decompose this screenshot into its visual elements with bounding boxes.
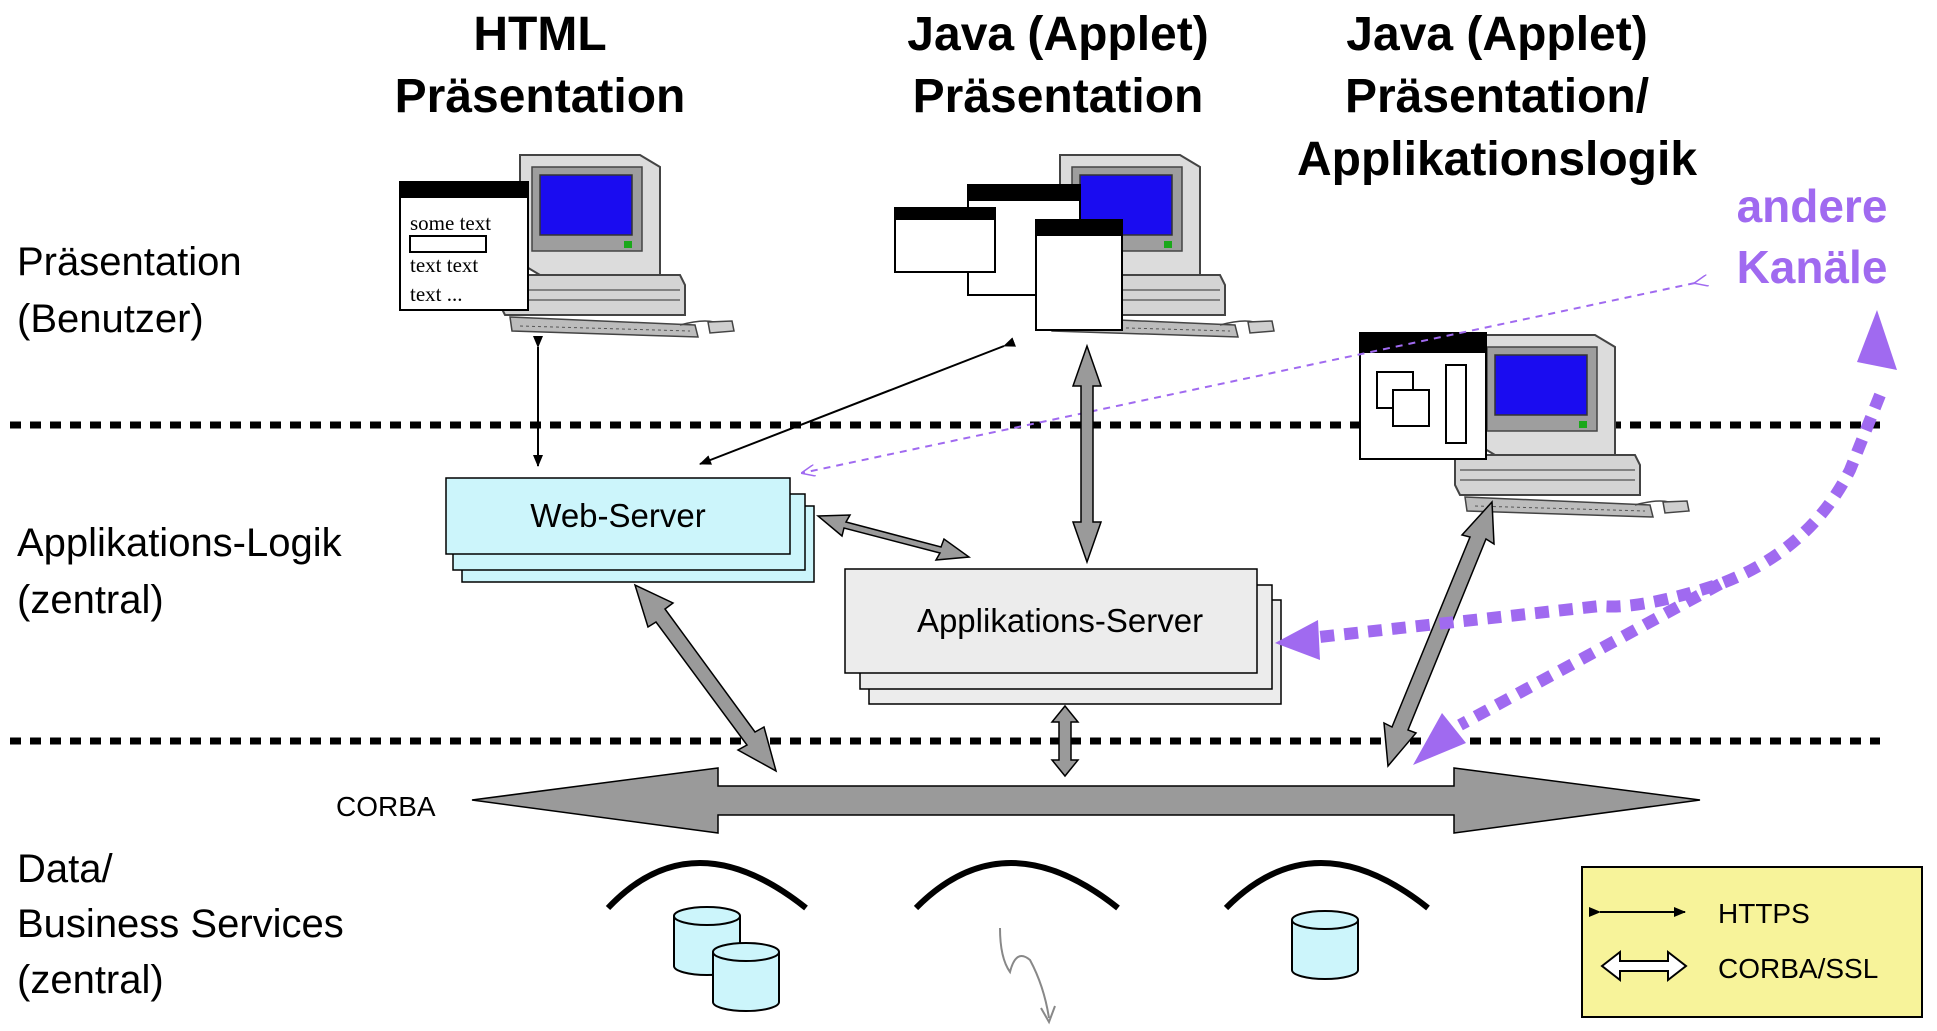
application-server: Applikations-Server bbox=[844, 568, 1282, 705]
legend-corba-ssl-symbol bbox=[1600, 949, 1688, 983]
layer-label-line: Data/ bbox=[17, 847, 113, 891]
applet-logic-window bbox=[1359, 332, 1487, 460]
other-channels-label: andere bbox=[1737, 180, 1888, 232]
web-server: Web-Server bbox=[445, 477, 815, 583]
html-browser-window: some text text text text ... bbox=[399, 181, 529, 311]
column-heading-html: HTML Präsentation bbox=[395, 8, 686, 123]
column-heading-java-logic: Java (Applet) Präsentation/ Applikations… bbox=[1297, 8, 1697, 186]
corba-arrow-web-bus bbox=[633, 583, 778, 773]
layer-label-line: Applikations-Logik bbox=[17, 521, 343, 565]
layer-label-line: (zentral) bbox=[17, 958, 164, 1002]
channel-arrow-dashed bbox=[802, 283, 1695, 473]
legend-corba-ssl-label: CORBA/SSL bbox=[1718, 953, 1878, 984]
layer-label-line: Business Services bbox=[17, 902, 344, 946]
other-channels-connections bbox=[1275, 310, 1897, 765]
html-input-box bbox=[409, 235, 487, 253]
html-window-text: text text bbox=[410, 253, 478, 277]
corba-arrow-appserver-bus bbox=[1050, 704, 1080, 778]
corba-arrow-logic-bus bbox=[1383, 500, 1495, 768]
column-heading-java-presentation: Java (Applet) Präsentation bbox=[907, 8, 1208, 123]
corba-arrow-web-appserver bbox=[816, 514, 972, 561]
corba-bus-arrow bbox=[471, 767, 1701, 834]
layer-label-presentation: Präsentation (Benutzer) bbox=[17, 240, 242, 341]
legend-https-label: HTTPS bbox=[1718, 898, 1810, 929]
html-window-text: some text bbox=[410, 211, 491, 235]
database-icon bbox=[712, 942, 780, 1012]
layer-label-line: (Benutzer) bbox=[17, 297, 204, 341]
layer-label-application: Applikations-Logik (zentral) bbox=[17, 521, 343, 622]
column-heading-line: Präsentation bbox=[913, 70, 1204, 123]
layer-label-data: Data/ Business Services (zentral) bbox=[17, 847, 344, 1002]
service-group-middle bbox=[913, 860, 1120, 1025]
column-heading-line: Applikationslogik bbox=[1297, 133, 1697, 186]
column-heading-line: Präsentation bbox=[395, 70, 686, 123]
lightning-sketch-icon bbox=[999, 927, 1050, 1019]
channel-arrowhead-top bbox=[1857, 310, 1897, 370]
computer-html-client: some text text text text ... bbox=[399, 154, 735, 338]
https-connections bbox=[533, 336, 1017, 467]
legend: HTTPS CORBA/SSL bbox=[1581, 866, 1923, 1018]
https-arrow-java-web bbox=[699, 337, 1017, 465]
column-heading-line: Java (Applet) bbox=[907, 8, 1208, 61]
channel-arrowhead-appserver bbox=[1275, 620, 1320, 660]
channel-arrow-bus bbox=[1457, 578, 1723, 731]
channel-arrowhead-bus bbox=[1413, 713, 1466, 765]
layer-label-line: Präsentation bbox=[17, 240, 242, 284]
database-icon bbox=[1291, 910, 1359, 980]
column-heading-line: Präsentation/ bbox=[1345, 70, 1649, 123]
application-server-label: Applikations-Server bbox=[917, 602, 1203, 639]
web-server-label: Web-Server bbox=[530, 497, 705, 534]
layer-label-line: (zentral) bbox=[17, 578, 164, 622]
corba-bus-label: CORBA bbox=[336, 791, 436, 822]
computer-java-client bbox=[894, 154, 1275, 338]
column-heading-line: Java (Applet) bbox=[1346, 8, 1647, 61]
service-group-right bbox=[1223, 860, 1430, 980]
other-channels-label: Kanäle bbox=[1737, 241, 1888, 293]
html-window-text: text ... bbox=[410, 282, 463, 306]
corba-arrow-java-appserver bbox=[1071, 343, 1103, 565]
service-group-left bbox=[605, 860, 808, 1012]
corba-ssl-connections bbox=[633, 343, 1495, 778]
column-heading-line: HTML bbox=[473, 8, 606, 61]
channel-arrow-appserver bbox=[1309, 392, 1886, 644]
